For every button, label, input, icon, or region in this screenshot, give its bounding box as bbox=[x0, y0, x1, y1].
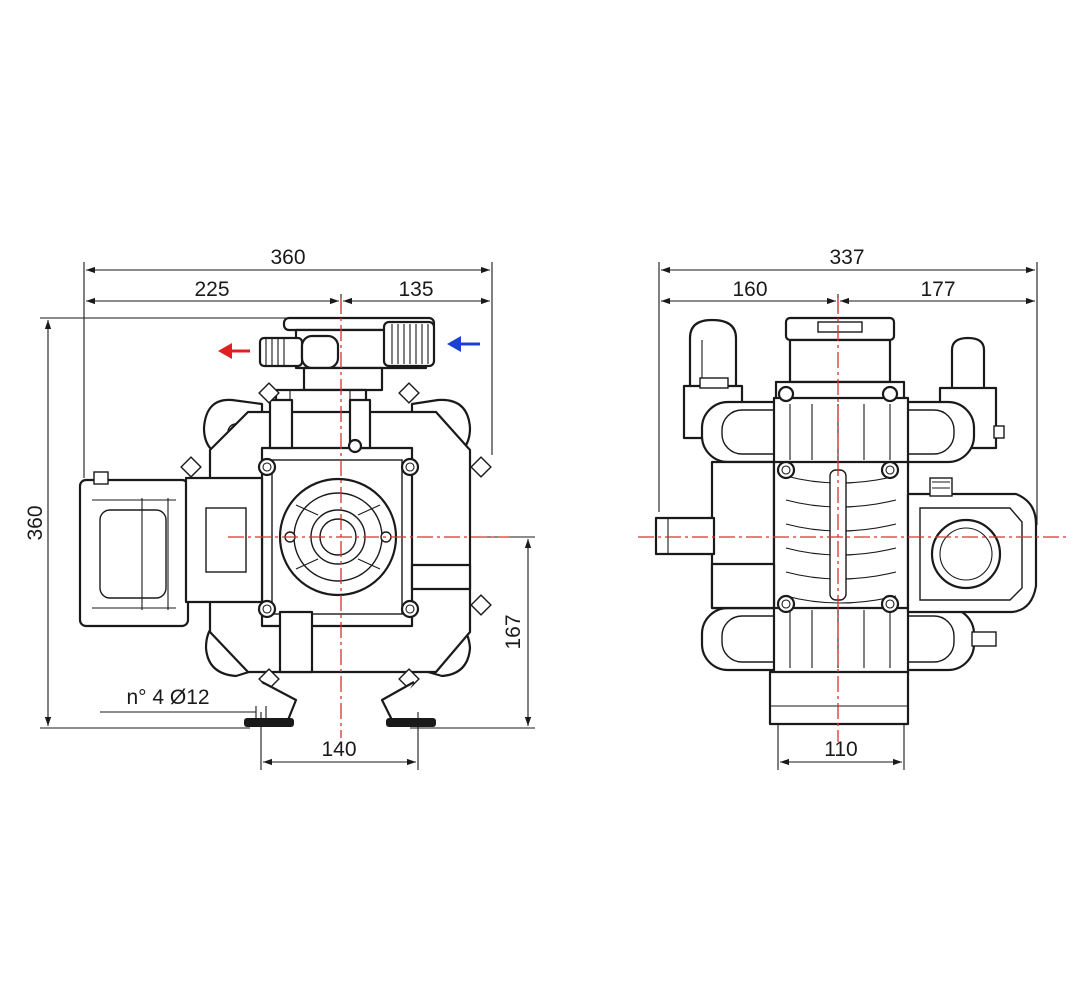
gearbox bbox=[78, 471, 264, 628]
inlet-arrow-icon bbox=[447, 336, 480, 352]
dim-front-width: 360 bbox=[270, 246, 305, 269]
side-upper-head bbox=[700, 396, 976, 468]
dim-front-mount-spacing: 140 bbox=[321, 738, 356, 761]
mounting-feet bbox=[244, 681, 436, 727]
dim-side-width: 337 bbox=[829, 246, 864, 269]
side-base bbox=[768, 670, 910, 726]
front-bolts bbox=[180, 382, 492, 690]
side-view: 337 160 177 110 bbox=[638, 246, 1068, 770]
front-view: 360 225 135 360 167 140 n° 4 Ø12 bbox=[24, 246, 535, 770]
dim-front-shaft-height: 167 bbox=[502, 614, 525, 649]
side-lower-head bbox=[700, 602, 997, 676]
dim-front-left: 225 bbox=[194, 278, 229, 301]
side-gearbox bbox=[906, 477, 1038, 614]
dim-side-right: 177 bbox=[920, 278, 955, 301]
dim-side-mount-spacing: 110 bbox=[824, 738, 857, 761]
side-body bbox=[654, 460, 910, 610]
outlet-arrow-icon bbox=[218, 343, 250, 359]
dim-front-height: 360 bbox=[24, 505, 47, 540]
dim-front-mount-holes: n° 4 Ø12 bbox=[126, 686, 209, 709]
dim-front-right: 135 bbox=[398, 278, 433, 301]
dim-side-left: 160 bbox=[732, 278, 767, 301]
